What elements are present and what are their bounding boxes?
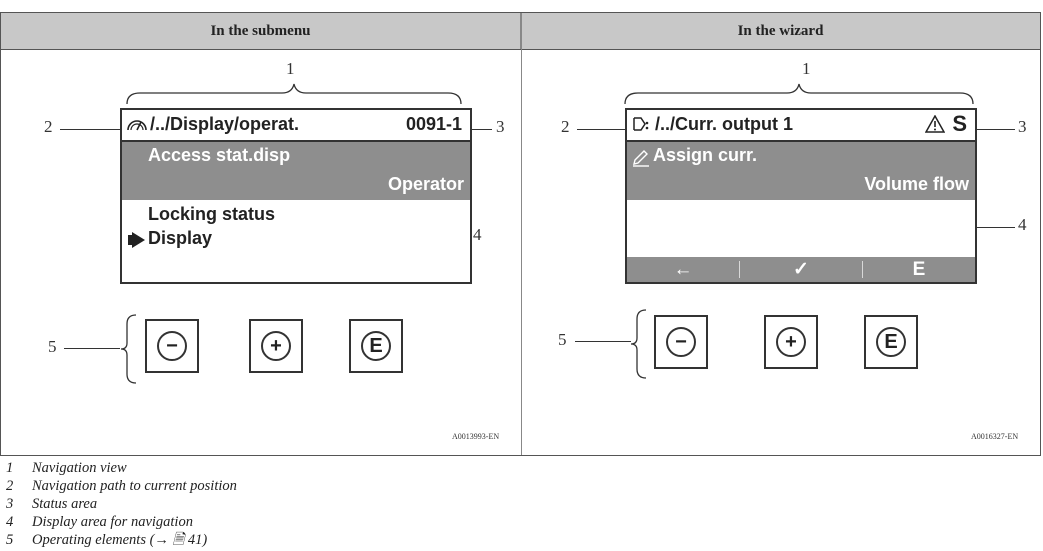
navigation-path: /../Curr. output 1 — [655, 114, 793, 134]
parameter-name: Access stat.disp — [148, 145, 291, 165]
column-heading-wizard: In the wizard — [521, 13, 1040, 49]
minus-key[interactable]: − — [654, 315, 708, 369]
minus-icon: − — [666, 327, 696, 357]
legend-item: 1 Navigation view — [6, 459, 237, 477]
callout-2: 2 — [44, 117, 53, 136]
navigation-view-brace — [126, 83, 462, 105]
display-highlight-value-row[interactable]: Volume flow — [627, 172, 975, 200]
operating-elements-brace — [631, 309, 647, 379]
enter-icon: E — [876, 327, 906, 357]
display-row-label: Display — [148, 228, 213, 248]
back-softkey[interactable]: ← — [673, 258, 693, 280]
display-row-locking-status[interactable]: Locking status — [122, 204, 470, 228]
operation-key-icon — [127, 120, 147, 131]
legend-number: 1 — [6, 460, 14, 476]
wizard-panel: 1 2 3 4 /../Curr. output 1 S Assign curr — [521, 49, 1040, 457]
edit-pencil-icon — [633, 150, 649, 167]
callout-5: 5 — [558, 330, 567, 349]
display-highlight-value-row[interactable]: Operator — [122, 172, 470, 200]
local-display: /../Display/operat. 0091-1 Access stat.d… — [120, 108, 472, 284]
display-highlight-row[interactable]: Assign curr. — [627, 142, 975, 172]
callout-4: 4 — [1018, 215, 1027, 234]
parameter-value: Volume flow — [864, 174, 969, 194]
legend-text: Display area for navigation — [32, 514, 193, 530]
enter-softkey[interactable]: E — [912, 258, 926, 280]
figure-code: A0013993-EN — [452, 432, 500, 441]
local-display: /../Curr. output 1 S Assign curr. Volume… — [625, 108, 977, 284]
status-area: S — [952, 111, 967, 136]
minus-key[interactable]: − — [145, 319, 199, 373]
display-row-label: Locking status — [148, 204, 276, 224]
plus-key[interactable]: + — [764, 315, 818, 369]
header-divider — [1, 49, 1040, 50]
confirm-softkey[interactable]: ✓ — [793, 259, 809, 280]
plus-icon: + — [261, 331, 291, 361]
enter-icon: E — [361, 331, 391, 361]
softkey-separator — [739, 261, 740, 278]
legend-text: Navigation view — [32, 460, 127, 476]
legend-number: 4 — [6, 514, 14, 530]
figure-table: In the submenu In the wizard — [0, 12, 1041, 456]
legend-text: Status area — [32, 496, 98, 512]
callout-5: 5 — [48, 337, 57, 356]
legend-number: 5 — [6, 532, 14, 548]
callout-5-leader — [575, 341, 631, 342]
wizard-button-bar: ← ✓ E — [627, 257, 975, 282]
wizard-icon — [633, 117, 649, 131]
callout-4-leader — [969, 227, 1015, 228]
callout-3-leader — [466, 129, 492, 130]
callout-4: 4 — [473, 225, 482, 244]
callout-2-leader — [577, 129, 633, 130]
navigation-view-brace — [624, 83, 974, 105]
legend-item: 5 Operating elements (→ 🗎 41) — [6, 531, 237, 549]
submenu-panel: 1 2 3 4 /../Display/operat. 0091-1 Acces… — [0, 49, 519, 457]
operating-elements-brace — [121, 314, 137, 384]
legend-text: Navigation path to current position — [32, 478, 237, 494]
plus-icon: + — [776, 327, 806, 357]
callout-2: 2 — [561, 117, 570, 136]
display-row-display[interactable]: Display — [122, 228, 470, 252]
column-heading-submenu: In the submenu — [1, 13, 521, 49]
figure-legend: 1 Navigation view 2 Navigation path to c… — [6, 459, 237, 549]
callout-3: 3 — [496, 117, 505, 136]
warning-triangle-icon — [925, 115, 945, 133]
legend-number: 2 — [6, 478, 14, 494]
legend-item: 4 Display area for navigation — [6, 513, 237, 531]
legend-item: 3 Status area — [6, 495, 237, 513]
figure-code: A0016327-EN — [971, 432, 1019, 441]
navigation-path: /../Display/operat. — [150, 114, 300, 134]
callout-3: 3 — [1018, 117, 1027, 136]
legend-item: 2 Navigation path to current position — [6, 477, 237, 495]
enter-key[interactable]: E — [349, 319, 403, 373]
parameter-value: Operator — [387, 174, 464, 194]
callout-5-leader — [64, 348, 120, 349]
minus-icon: − — [157, 331, 187, 361]
plus-key[interactable]: + — [249, 319, 303, 373]
parameter-name: Assign curr. — [653, 145, 758, 165]
display-highlight-row[interactable]: Access stat.disp — [122, 142, 470, 172]
enter-key[interactable]: E — [864, 315, 918, 369]
legend-text[interactable]: Operating elements (→ 🗎 41) — [32, 532, 208, 548]
column-divider — [521, 13, 522, 455]
selection-arrow-icon — [128, 232, 145, 248]
callout-1: 1 — [286, 59, 295, 78]
callout-3-leader — [977, 129, 1015, 130]
legend-number: 3 — [6, 496, 14, 512]
callout-1: 1 — [802, 59, 811, 78]
softkey-separator — [862, 261, 863, 278]
display-header: /../Curr. output 1 S — [627, 110, 975, 142]
status-area: 0091-1 — [405, 114, 462, 134]
callout-2-leader — [60, 129, 132, 130]
display-header: /../Display/operat. 0091-1 — [122, 110, 470, 142]
